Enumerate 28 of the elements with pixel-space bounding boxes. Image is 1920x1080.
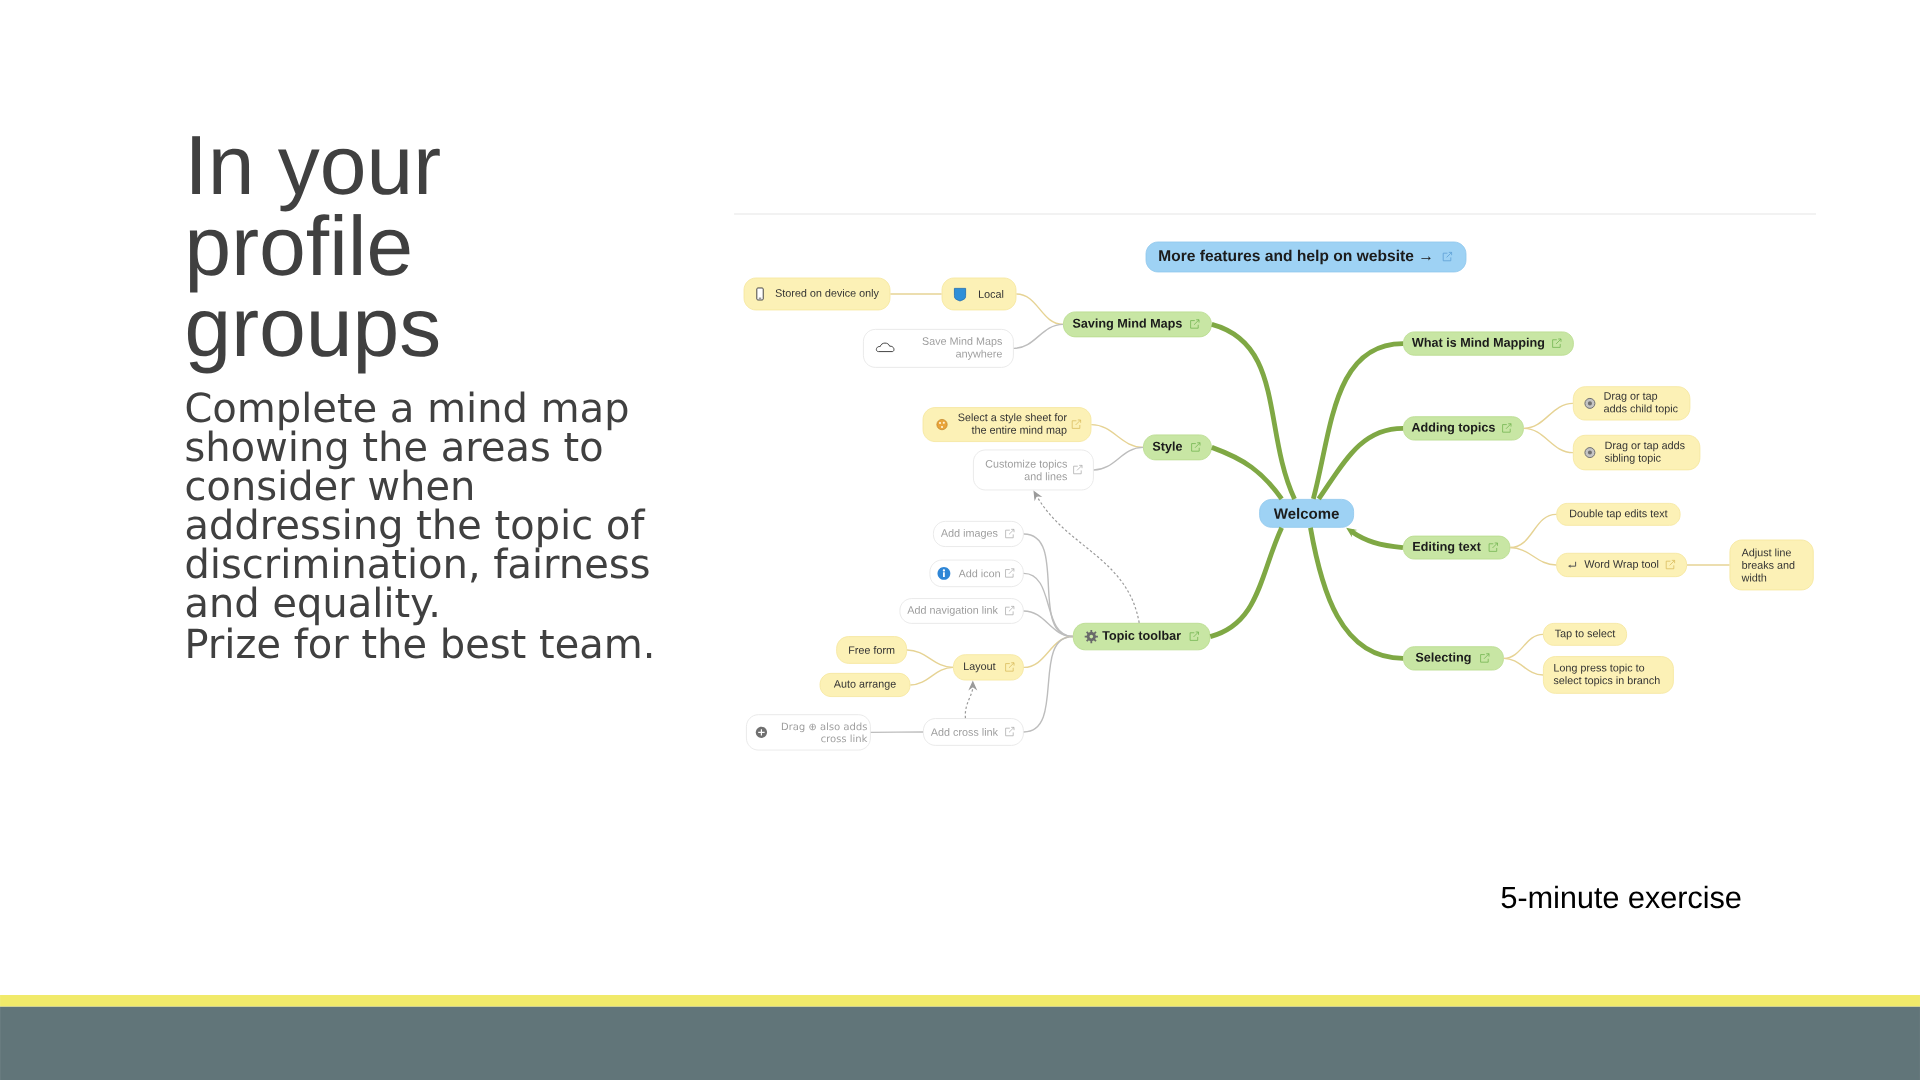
branch-line	[1308, 527, 1404, 661]
branch-line	[1023, 635, 1074, 733]
branch-line	[1090, 423, 1144, 449]
branch-line	[909, 666, 954, 686]
branch-line	[870, 731, 924, 734]
branch-line	[1210, 322, 1297, 500]
instructions-text: Complete a mind map showing the areas to consider when addressing the topic of discrimination, fairness and equality.	[186, 391, 649, 626]
prize-note: Prize for the best team.	[188, 627, 652, 659]
branch-line	[1523, 427, 1574, 454]
branch-line	[1686, 564, 1731, 566]
branch-line	[1311, 341, 1404, 500]
branch-line	[1023, 610, 1074, 638]
branch-line	[1509, 546, 1557, 566]
exercise-note: 5-minute exercise	[1501, 885, 1741, 909]
branch-line	[1523, 402, 1574, 430]
branch-line	[889, 293, 943, 295]
branch-line	[1023, 572, 1074, 638]
branch-line	[1093, 446, 1144, 471]
branch-line	[1013, 323, 1064, 350]
branch-line	[906, 649, 954, 669]
branch-line	[1015, 293, 1064, 326]
branch-line	[1503, 633, 1544, 660]
branch-line	[1316, 426, 1404, 501]
branch-line	[1209, 526, 1284, 639]
title: In your profile groups	[187, 136, 440, 374]
branch-line	[1509, 513, 1557, 549]
branch-line	[1503, 657, 1544, 676]
branch-line	[1210, 445, 1284, 501]
